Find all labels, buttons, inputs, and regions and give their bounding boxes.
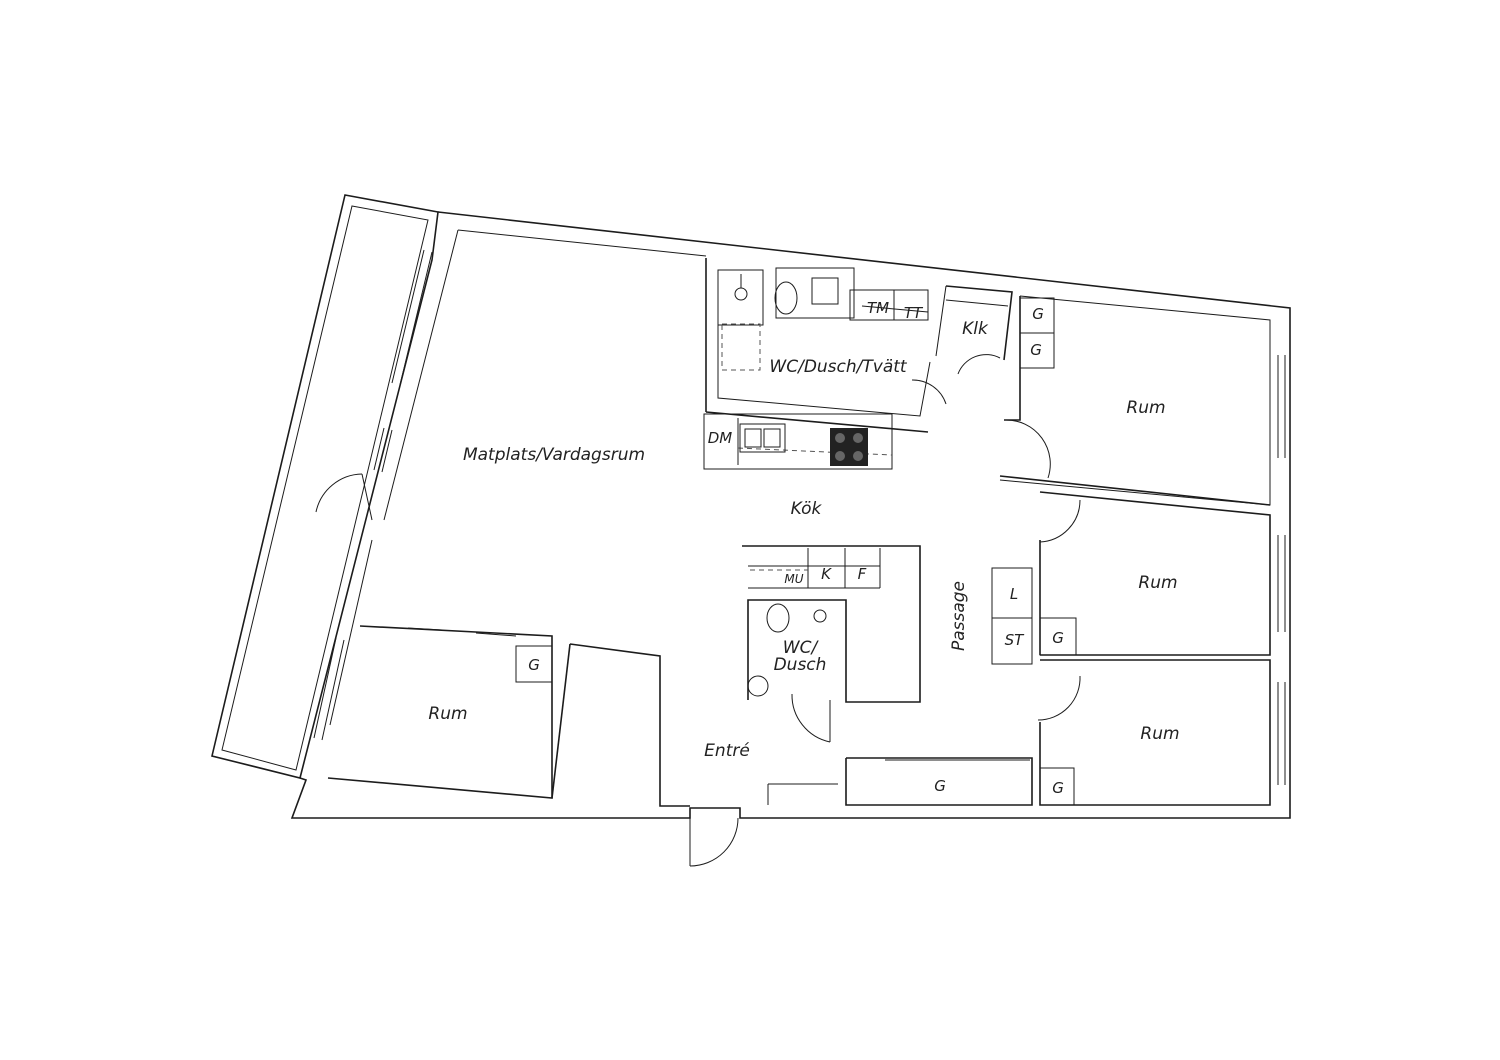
outer-walls — [290, 211, 1291, 819]
wardrobe-label-3: G — [1052, 629, 1064, 647]
storage-label: ST — [1005, 631, 1026, 649]
closet — [935, 285, 1013, 375]
small-bath-label-1: WC/ — [783, 638, 820, 658]
room-label-1: Rum — [1126, 398, 1165, 418]
room-label-3: Rum — [1140, 724, 1179, 744]
wardrobe-label-2: G — [1030, 341, 1042, 359]
microwave-label: MU — [784, 572, 803, 586]
small-bath-label-2: Dusch — [774, 655, 827, 675]
kitchen-counter — [703, 413, 893, 470]
room-label-2: Rum — [1138, 573, 1177, 593]
living-label: Matplats/Vardagsrum — [463, 445, 645, 465]
balcony — [211, 194, 439, 779]
storage-bottom — [767, 757, 1033, 806]
wardrobe-label-5: G — [934, 777, 946, 795]
entry-door — [689, 817, 739, 867]
closet-label: Klk — [962, 319, 989, 339]
entry-label: Entré — [704, 741, 750, 761]
main-bath-label: WC/Dusch/Tvätt — [769, 357, 908, 377]
wardrobe-label-6: G — [528, 656, 540, 674]
main-bathroom — [705, 258, 947, 433]
room-2 — [991, 491, 1271, 665]
wardrobe-label-4: G — [1052, 779, 1064, 797]
washer-label: TM — [867, 299, 889, 317]
room-4 — [327, 625, 690, 807]
wardrobe-label-1: G — [1032, 305, 1044, 323]
dryer-label: TT — [904, 304, 924, 322]
windows — [313, 249, 1286, 785]
small-bathroom — [742, 545, 921, 743]
kitchen-label: Kök — [791, 499, 823, 519]
freezer-label: F — [858, 565, 867, 583]
room-label-4: Rum — [428, 704, 467, 724]
passage-label: Passage — [949, 581, 969, 651]
fridge-label: K — [821, 565, 832, 583]
room-3 — [1037, 659, 1271, 806]
balcony-door — [315, 473, 373, 521]
room-labels: Matplats/Vardagsrum Kök WC/Dusch/Tvätt K… — [428, 319, 1179, 761]
dishwasher-label: DM — [708, 429, 733, 447]
fixture-labels: DM TM TT MU K F L ST G G G G G G — [528, 299, 1064, 797]
room-1 — [999, 296, 1271, 506]
linen-label: L — [1010, 585, 1018, 603]
